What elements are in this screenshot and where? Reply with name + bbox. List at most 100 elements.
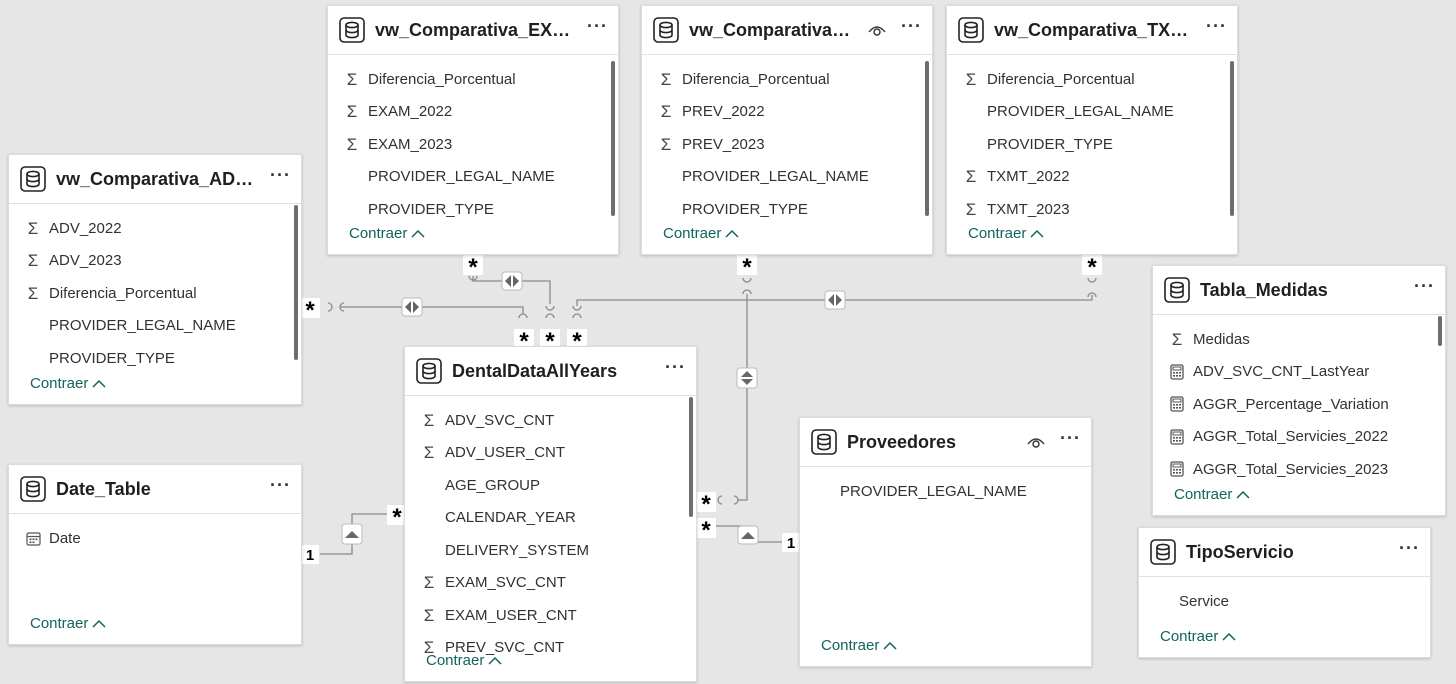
bidirectional-filter-icon[interactable] (401, 297, 423, 317)
field-item[interactable]: AGGR_Total_Servicies_2023 (1153, 453, 1445, 486)
field-item[interactable]: CALENDAR_YEAR (405, 502, 696, 535)
field-item[interactable]: ADV_SVC_CNT_LastYear (1153, 356, 1445, 389)
table-header[interactable]: Tabla_Medidas··· (1153, 266, 1445, 315)
chevron-up-icon (1232, 490, 1250, 499)
chevron-up-icon (721, 229, 739, 238)
field-item[interactable]: PROVIDER_LEGAL_NAME (328, 161, 618, 194)
field-item[interactable]: PROVIDER_LEGAL_NAME (947, 96, 1237, 129)
more-options-icon[interactable]: ··· (1206, 16, 1227, 36)
more-options-icon[interactable]: ··· (587, 16, 608, 36)
sigma-icon: Σ (423, 443, 435, 463)
table-header[interactable]: vw_Comparativa_EXAM...··· (328, 6, 618, 55)
more-options-icon[interactable]: ··· (1399, 538, 1420, 558)
more-options-icon[interactable]: ··· (1414, 276, 1435, 296)
scrollbar[interactable] (294, 205, 298, 360)
field-item[interactable]: Service (1139, 585, 1430, 618)
table-header[interactable]: Proveedores ··· (800, 418, 1091, 467)
cardinality-many-badge: * (300, 297, 320, 324)
field-item[interactable]: Date (9, 522, 301, 555)
collapse-button[interactable]: Contraer (426, 652, 502, 669)
field-item[interactable]: AGGR_Percentage_Variation (1153, 388, 1445, 421)
scrollbar[interactable] (1230, 61, 1234, 216)
field-item[interactable]: PROVIDER_LEGAL_NAME (642, 161, 932, 194)
scrollbar[interactable] (689, 397, 693, 517)
field-item[interactable]: PROVIDER_TYPE (9, 342, 301, 375)
collapse-label: Contraer (30, 615, 89, 632)
svg-text:*: * (742, 254, 752, 281)
field-item[interactable]: AGGR_Total_Servicies_2022 (1153, 421, 1445, 454)
table-card-proveedores[interactable]: Proveedores ··· PROVIDER_LEGAL_NAME Contrae… (799, 417, 1092, 667)
table-card-adv[interactable]: vw_Comparativa_ADV_S...··· ΣADV_2022ΣADV_… (8, 154, 302, 405)
field-label: PROVIDER_LEGAL_NAME (682, 168, 869, 186)
table-card-txmt[interactable]: vw_Comparativa_TXMT_...···ΣDiferencia_Po… (946, 5, 1238, 255)
field-item[interactable]: PROVIDER_LEGAL_NAME (9, 310, 301, 343)
collapse-button[interactable]: Contraer (30, 375, 106, 392)
collapse-button[interactable]: Contraer (1160, 628, 1236, 645)
collapse-button[interactable]: Contraer (30, 615, 106, 632)
table-header[interactable]: DentalDataAllYears··· (405, 347, 696, 396)
table-header[interactable]: vw_Comparativa_P...··· (642, 6, 932, 55)
field-item[interactable]: PROVIDER_TYPE (947, 128, 1237, 161)
table-header[interactable]: TipoServicio··· (1139, 528, 1430, 577)
collapse-button[interactable]: Contraer (663, 225, 739, 242)
collapse-label: Contraer (968, 225, 1027, 242)
field-item[interactable]: DELIVERY_SYSTEM (405, 534, 696, 567)
bidirectional-filter-icon[interactable] (824, 290, 846, 310)
scrollbar[interactable] (1438, 316, 1442, 346)
more-options-icon[interactable]: ··· (901, 16, 922, 36)
more-options-icon[interactable]: ··· (1060, 428, 1081, 448)
collapse-button[interactable]: Contraer (968, 225, 1044, 242)
bidirectional-filter-icon[interactable] (736, 367, 758, 389)
field-item[interactable]: AGE_GROUP (405, 469, 696, 502)
more-options-icon[interactable]: ··· (270, 475, 291, 495)
table-icon (416, 358, 452, 384)
more-options-icon[interactable]: ··· (270, 165, 291, 185)
bidirectional-filter-icon[interactable] (501, 271, 523, 291)
scrollbar[interactable] (925, 61, 929, 216)
single-filter-icon[interactable] (737, 525, 759, 545)
hidden-eye-icon[interactable] (1026, 434, 1046, 450)
field-item[interactable]: PROVIDER_TYPE (642, 193, 932, 226)
table-header[interactable]: vw_Comparativa_ADV_S...··· (9, 155, 301, 204)
collapse-button[interactable]: Contraer (1174, 486, 1250, 503)
hidden-eye-icon[interactable] (867, 22, 887, 38)
table-card-exam[interactable]: vw_Comparativa_EXAM...··· ΣDiferencia_Por… (327, 5, 619, 255)
collapse-button[interactable]: Contraer (349, 225, 425, 242)
table-header[interactable]: Date_Table··· (9, 465, 301, 514)
collapse-label: Contraer (1174, 486, 1233, 503)
more-options-icon[interactable]: ··· (665, 357, 686, 377)
scrollbar[interactable] (611, 61, 615, 216)
collapse-button[interactable]: Contraer (821, 637, 897, 654)
field-item[interactable]: PROVIDER_TYPE (328, 193, 618, 226)
single-filter-icon[interactable] (341, 523, 363, 545)
field-label: Date (49, 529, 81, 547)
field-item[interactable]: PROVIDER_LEGAL_NAME (800, 475, 1091, 508)
table-header[interactable]: vw_Comparativa_TXMT_...··· (947, 6, 1237, 55)
table-title: Proveedores (847, 431, 957, 452)
